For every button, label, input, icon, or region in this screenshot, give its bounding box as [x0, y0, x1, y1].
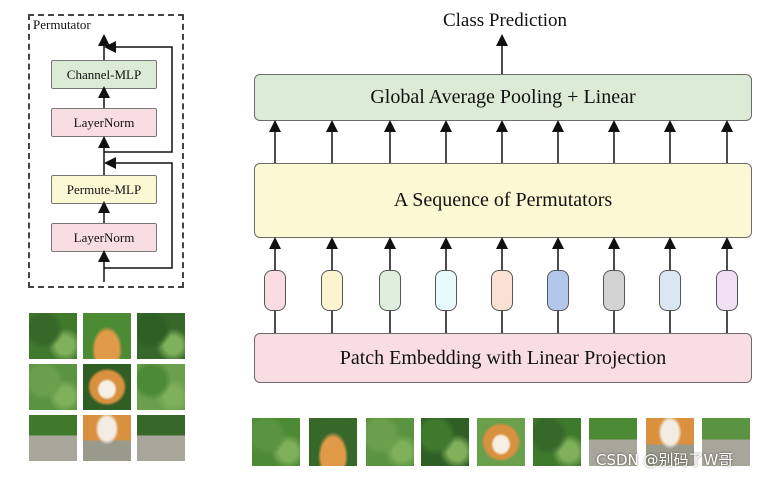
- patch-token: [659, 270, 681, 311]
- patch-token: [321, 270, 343, 311]
- permutator-sequence-label: A Sequence of Permutators: [393, 189, 613, 211]
- layernorm-bottom-box: LayerNorm: [51, 223, 157, 252]
- sequence-image-patch: [421, 418, 469, 466]
- grid-image-patch: [137, 313, 185, 359]
- permutator-sequence-box: A Sequence of Permutators: [254, 163, 752, 238]
- sequence-image-patch: [702, 418, 750, 466]
- channel-mlp-box: Channel-MLP: [51, 60, 157, 89]
- patch-token: [435, 270, 457, 311]
- sequence-image-patch: [477, 418, 525, 466]
- channel-mlp-label: Channel-MLP: [66, 66, 142, 82]
- global-average-pooling-box: Global Average Pooling + Linear: [254, 74, 752, 121]
- permute-mlp-label: Permute-MLP: [66, 181, 142, 197]
- grid-image-patch: [83, 364, 131, 410]
- layernorm-bottom-label: LayerNorm: [73, 229, 135, 245]
- patch-embedding-box: Patch Embedding with Linear Projection: [254, 333, 752, 383]
- grid-image-patch: [29, 313, 77, 359]
- layernorm-top-label: LayerNorm: [73, 114, 135, 130]
- sequence-image-patch: [309, 418, 357, 466]
- patch-token: [491, 270, 513, 311]
- patch-token: [716, 270, 738, 311]
- patch-embedding-label: Patch Embedding with Linear Projection: [339, 346, 667, 369]
- patch-token: [603, 270, 625, 311]
- grid-image-patch: [83, 313, 131, 359]
- patch-token: [264, 270, 286, 311]
- sequence-image-patch: [366, 418, 414, 466]
- grid-image-patch: [29, 415, 77, 461]
- main-arrows: [269, 120, 733, 333]
- grid-image-patch: [83, 415, 131, 461]
- global-average-pooling-label: Global Average Pooling + Linear: [370, 86, 636, 108]
- class-prediction-label: Class Prediction: [442, 10, 568, 31]
- patch-token: [547, 270, 569, 311]
- permutator-block-frame: [28, 14, 184, 288]
- sequence-image-patch: [252, 418, 300, 466]
- sequence-image-patch: [589, 418, 637, 466]
- grid-image-patch: [137, 415, 185, 461]
- skip-connection-top: [104, 41, 173, 153]
- grid-image-patch: [137, 364, 185, 410]
- skip-connection-bottom: [104, 157, 173, 269]
- sequence-image-patch: [533, 418, 581, 466]
- grid-image-patch: [29, 364, 77, 410]
- permute-mlp-box: Permute-MLP: [51, 175, 157, 204]
- sequence-image-patch: [646, 418, 694, 466]
- watermark: CSDN @别码了W哥: [596, 451, 734, 469]
- patch-token: [379, 270, 401, 311]
- permutator-title: Permutator: [33, 17, 91, 32]
